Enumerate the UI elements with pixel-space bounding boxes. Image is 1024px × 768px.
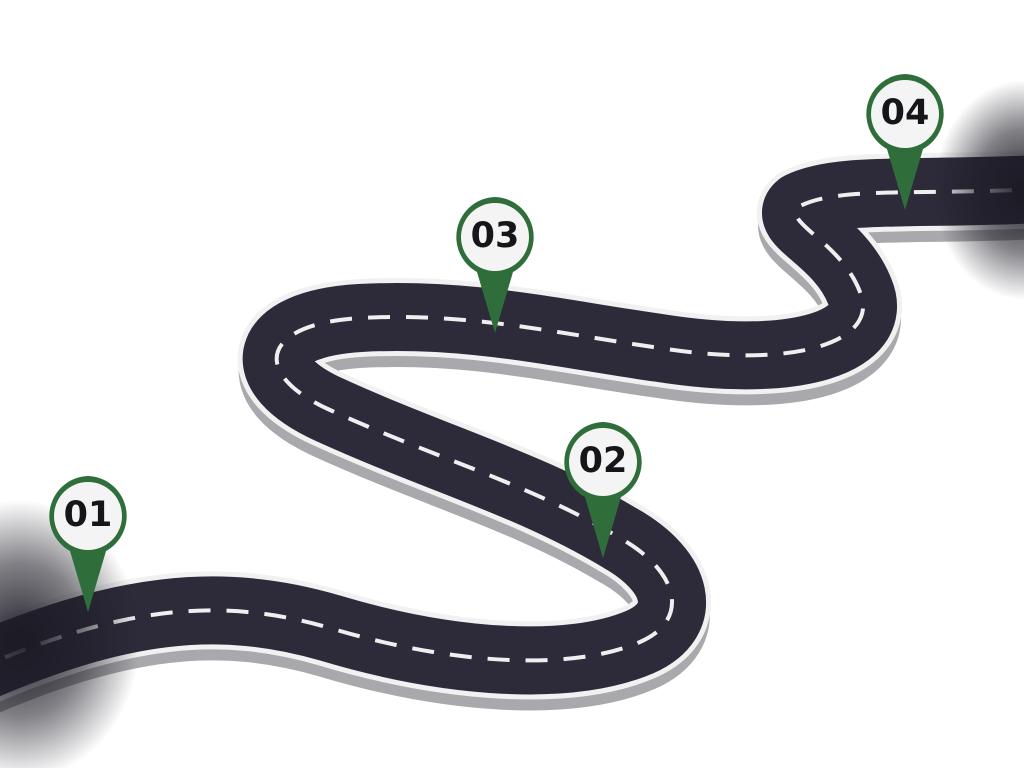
map-pin-icon	[456, 197, 534, 333]
road-fade-right	[934, 80, 1024, 300]
milestone-label: 01	[63, 495, 113, 535]
milestone-label: 02	[578, 441, 628, 481]
map-pin-icon	[49, 476, 127, 612]
road-fade-left	[0, 500, 140, 768]
map-pin-icon	[866, 74, 944, 210]
milestone-pin-01: 01	[46, 474, 130, 614]
milestone-label: 03	[470, 216, 520, 256]
milestone-pin-03: 03	[453, 195, 537, 335]
milestone-pin-02: 02	[561, 420, 645, 560]
milestone-label: 04	[880, 93, 930, 133]
milestone-pin-04: 04	[863, 72, 947, 212]
map-pin-icon	[564, 422, 642, 558]
lane-markings	[0, 187, 1024, 663]
